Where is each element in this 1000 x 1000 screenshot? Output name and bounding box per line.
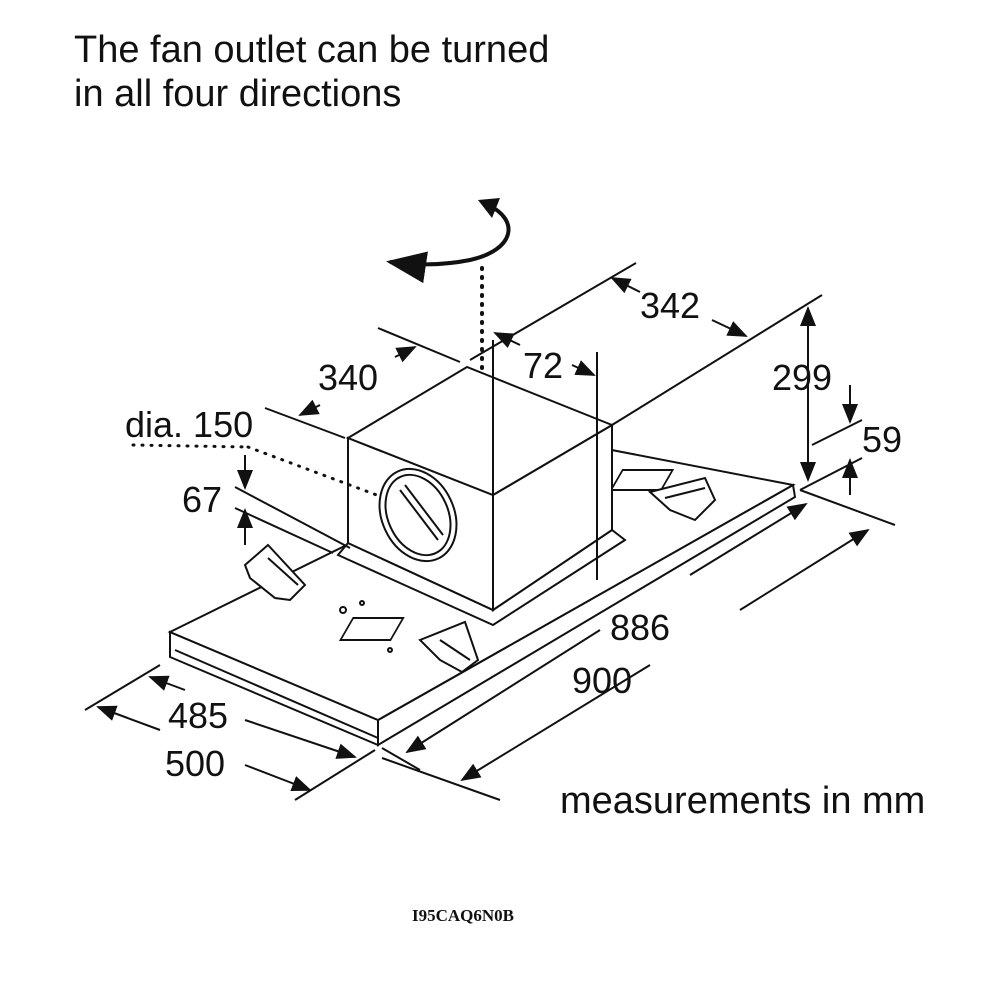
dim-500-label: 500 (165, 743, 225, 784)
dim-67-label: 67 (182, 479, 222, 520)
diagram-title: The fan outlet can be turned in all four… (74, 28, 549, 116)
dim-886-label: 886 (610, 607, 670, 648)
rotation-arrow-icon (386, 198, 511, 284)
dim-59-label: 59 (862, 419, 902, 460)
dim-340: 340 (264, 327, 461, 439)
dim-67: 67 (182, 455, 351, 554)
panel-cutout (338, 617, 405, 641)
dim-900-label: 900 (572, 660, 632, 701)
dim-72-label: 72 (523, 345, 563, 386)
mounting-bracket (647, 476, 717, 522)
dim-dia-150: dia. 150 (125, 404, 384, 499)
dim-340-label: 340 (318, 357, 378, 398)
fan-box (336, 365, 627, 627)
mounting-bracket (418, 620, 480, 674)
panel-cutout (609, 469, 675, 491)
dim-dia-label: dia. 150 (125, 404, 253, 445)
dim-299-59: 299 59 (772, 306, 902, 495)
dim-485-label: 485 (168, 695, 228, 736)
dim-886-900: 886 900 (381, 489, 896, 801)
model-number: I95CAQ6N0B (412, 906, 515, 925)
fan-outlet (378, 467, 458, 563)
units-note: measurements in mm (560, 780, 926, 822)
dim-72: 72 (493, 332, 596, 386)
dim-299-label: 299 (772, 357, 832, 398)
mounting-bracket (243, 543, 307, 602)
dim-342-label: 342 (640, 285, 700, 326)
title-line-1: The fan outlet can be turned (74, 29, 550, 71)
title-line-2: in all four directions (74, 73, 402, 115)
dim-485-500: 485 500 (84, 664, 376, 801)
